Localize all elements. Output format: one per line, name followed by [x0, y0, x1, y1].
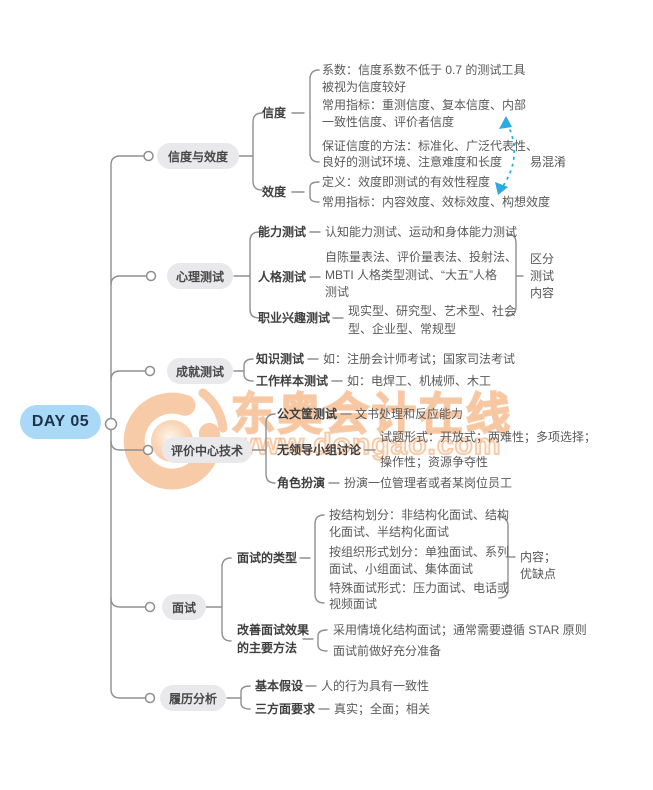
- text-line: 扮演一位管理者或者某岗位员工: [344, 476, 513, 490]
- text-line: 采用情境化结构面试；通常需要遵循 STAR 原则: [333, 623, 587, 637]
- note-distinguish: 内容: [530, 286, 555, 300]
- note-confusable: 易混淆: [530, 155, 567, 169]
- text-line: 系数：信度系数不低于 0.7 的测试工具: [322, 63, 526, 77]
- text-line: 真实；全面；相关: [334, 702, 431, 716]
- note-distinguish: 区分: [530, 252, 555, 266]
- text-line: 如：电焊工、机械师、木工: [347, 374, 492, 388]
- branch-node-reliability-validity[interactable]: 信度与效度: [157, 143, 239, 169]
- text-line: 被视为信度较好: [322, 80, 407, 94]
- text-line: 如：注册会计师考试；国家司法考试: [323, 352, 516, 366]
- sub-label-roleplay: 角色扮演: [277, 476, 326, 490]
- node-connector-dots: [104, 150, 157, 704]
- sub-label-improve-interview: 改善面试效果: [237, 623, 310, 637]
- text-line: 型、企业型、常规型: [348, 322, 457, 336]
- note-interview-pros-cons: 内容；: [520, 550, 557, 564]
- sub-label-ability-test: 能力测试: [258, 225, 307, 239]
- text-line: 人的行为具有一致性: [321, 679, 430, 693]
- branch-node-assessment-center[interactable]: 评价中心技术: [162, 437, 252, 463]
- sub-label-three-requirements: 三方面要求: [255, 702, 316, 716]
- sub-label-worksample-test: 工作样本测试: [256, 374, 329, 388]
- sub-label-leaderless-group: 无领导小组讨论: [277, 443, 362, 457]
- text-line: 特殊面试形式：压力面试、电话或: [329, 581, 510, 595]
- sub-label-knowledge-test: 知识测试: [256, 352, 305, 366]
- confusion-arrow-icon: [495, 116, 516, 195]
- text-line: 面试、小组面试、集体面试: [329, 562, 474, 576]
- text-line: 文书处理和反应能力: [355, 407, 464, 421]
- text-line: 化面试、半结构化面试: [329, 525, 450, 539]
- text-line: MBTI 人格类型测试、“大五”人格: [325, 268, 497, 282]
- sub-label-basic-assumption: 基本假设: [255, 679, 304, 693]
- branch-node-resume-analysis[interactable]: 履历分析: [160, 685, 226, 711]
- text-line: 现实型、研究型、艺术型、社会: [348, 304, 517, 318]
- branch-node-interview[interactable]: 面试: [162, 594, 206, 620]
- text-line: 一致性信度、评价者信度: [322, 115, 455, 129]
- text-line: 按组织形式划分：单独面试、系列: [329, 545, 510, 559]
- text-line: 定义：效度即测试的有效性程度: [322, 175, 491, 189]
- text-line: 按结构划分：非结构化面试、结构: [329, 508, 510, 522]
- watermark-url-text: www.dongao.com: [231, 427, 502, 462]
- text-line: 常用指标：重测信度、复本信度、内部: [322, 98, 527, 112]
- text-line: 试题形式：开放式；两难性；多项选择；: [380, 430, 597, 444]
- note-interview-pros-cons: 优缺点: [520, 567, 557, 581]
- watermark-brand-text: 东奥会计在线: [230, 389, 513, 440]
- text-line: 良好的测试环境、注意难度和长度: [322, 155, 503, 169]
- sub-label-inbasket-test: 公文筐测试: [277, 407, 338, 421]
- text-line: 常用指标：内容效度、效标效度、构想效度: [322, 195, 551, 209]
- sub-label-reliability: 信度: [262, 106, 287, 120]
- text-line: 自陈量表法、评价量表法、投射法、: [325, 250, 518, 264]
- sub-label-improve-interview: 的主要方法: [237, 641, 298, 655]
- text-line: 保证信度的方法：标准化、广泛代表性、: [322, 139, 539, 153]
- sub-label-interest-test: 职业兴趣测试: [258, 311, 331, 325]
- text-line: 视频面试: [329, 597, 378, 611]
- sub-label-personality-test: 人格测试: [258, 270, 307, 284]
- sub-label-validity: 效度: [262, 185, 287, 199]
- text-line: 操作性；资源争夺性: [380, 455, 489, 469]
- text-line: 认知能力测试、运动和身体能力测试: [325, 225, 518, 239]
- branch-node-achievement-test[interactable]: 成就测试: [167, 358, 233, 384]
- root-node-day05[interactable]: DAY 05: [20, 405, 101, 439]
- branch-node-psych-test[interactable]: 心理测试: [167, 263, 233, 289]
- note-distinguish: 测试: [530, 269, 555, 283]
- text-line: 测试: [325, 285, 350, 299]
- sub-label-interview-types: 面试的类型: [237, 551, 298, 565]
- text-line: 面试前做好充分准备: [333, 644, 442, 658]
